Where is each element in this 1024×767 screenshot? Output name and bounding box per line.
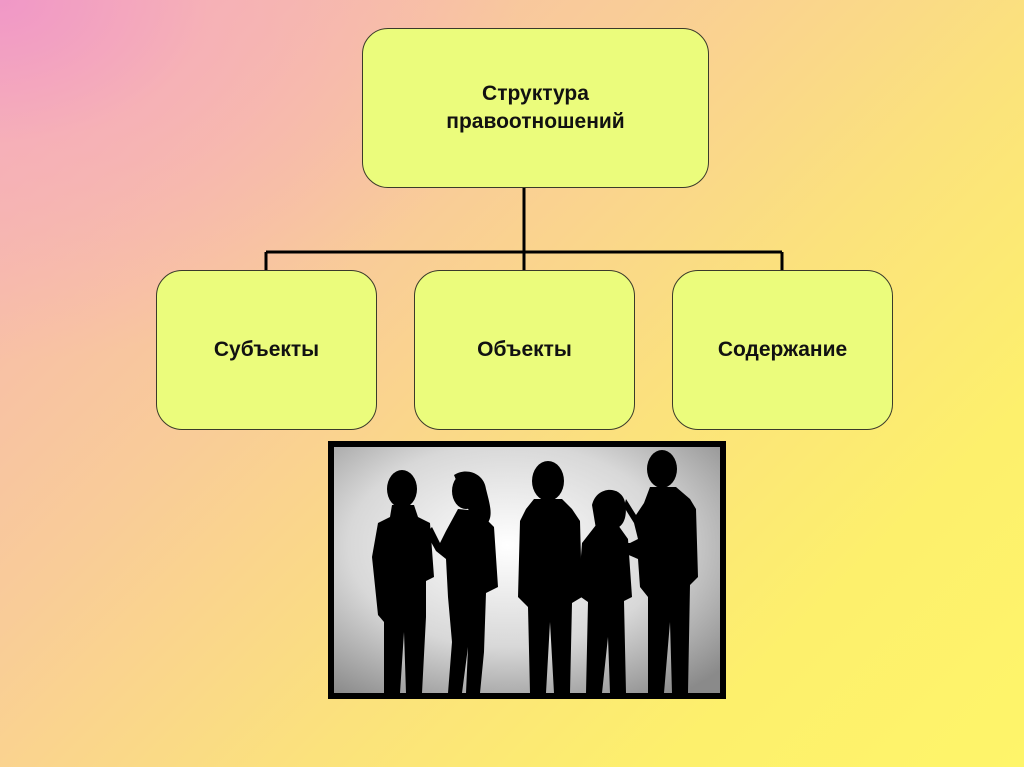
- silhouette-man-1: [372, 470, 434, 693]
- silhouette-man-3: [616, 450, 698, 693]
- node-content-label: Содержание: [717, 338, 848, 361]
- root-node-line2: правоотношений: [446, 110, 625, 133]
- node-objects: Объекты: [414, 270, 635, 430]
- root-node-line1: Структура: [482, 82, 589, 105]
- node-subjects: Субъекты: [156, 270, 377, 430]
- root-node-text: Структура правоотношений: [446, 80, 624, 136]
- node-content: Содержание: [672, 270, 893, 430]
- silhouette-woman-2: [578, 489, 632, 693]
- node-subjects-label: Субъекты: [213, 338, 320, 361]
- silhouettes-photo-frame: [328, 441, 726, 699]
- people-silhouettes-image: [334, 447, 720, 693]
- silhouette-man-2: [518, 461, 582, 693]
- root-node: Структура правоотношений: [362, 28, 709, 188]
- silhouette-woman-1: [426, 471, 498, 693]
- node-objects-label: Объекты: [477, 338, 572, 361]
